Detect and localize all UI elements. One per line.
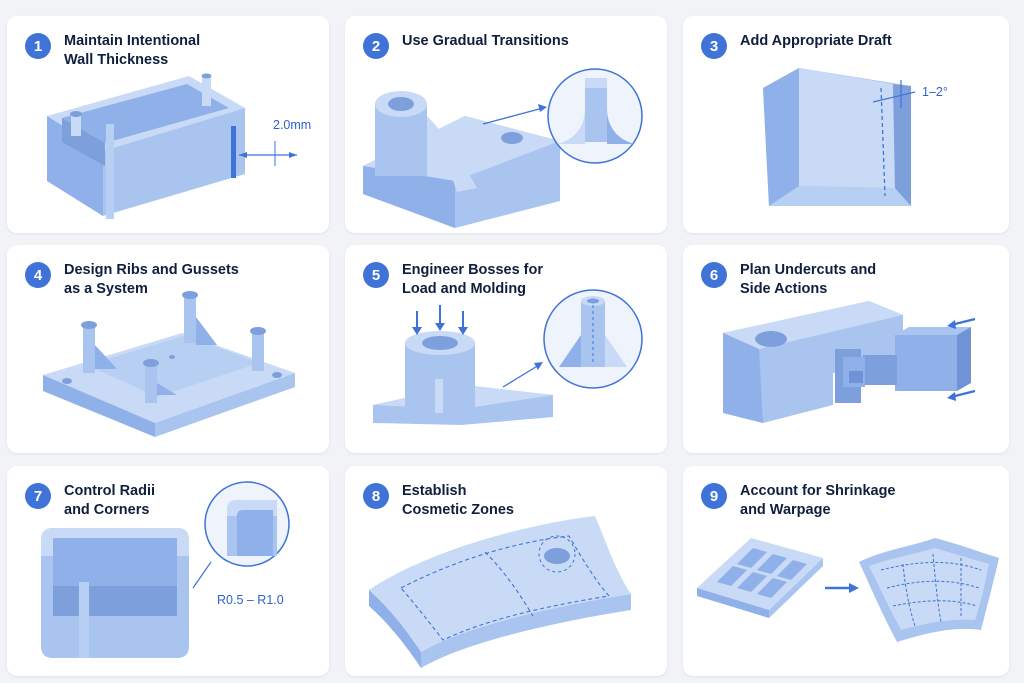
undercuts-illustration [723,301,976,423]
card-title: Establish Cosmetic Zones [402,482,612,520]
card-header: 7 Control Radii and Corners [25,482,274,520]
step-number-badge: 4 [25,262,51,288]
title-line: Load and Molding [402,281,527,297]
card-header: 3 Add Appropriate Draft [701,32,950,59]
title-line: Cosmetic Zones [402,502,514,518]
title-line: Account for Shrinkage [740,483,896,499]
card-title: Maintain Intentional Wall Thickness [64,32,274,70]
step-number-badge: 3 [701,33,727,59]
title-line: as a System [64,281,148,297]
card-shrinkage-warpage: 9 Account for Shrinkage and Warpage [683,466,1009,676]
title-line: Control Radii [64,483,156,499]
card-title: Plan Undercuts and Side Actions [740,261,950,299]
card-gradual-transitions: 2 Use Gradual Transitions [345,16,667,233]
card-title: Add Appropriate Draft [740,32,950,51]
card-header: 6 Plan Undercuts and Side Actions [701,261,950,299]
step-number-badge: 7 [25,483,51,509]
card-title: Design Ribs and Gussets as a System [64,261,274,299]
card-draft: 1–2° 3 Add Appropriate Draft [683,16,1009,233]
title-line: Establish [402,483,467,499]
title-line: Add Appropriate Draft [740,33,892,49]
title-line: and Corners [64,502,150,518]
draft-angle-callout: 1–2° [922,85,948,99]
title-line: and Warpage [740,502,831,518]
cosmetic-zones-illustration [369,516,631,668]
title-line: Engineer Bosses for [402,262,544,278]
card-header: 5 Engineer Bosses for Load and Molding [363,261,612,299]
card-title: Engineer Bosses for Load and Molding [402,261,612,299]
radii-illustration: R0.5 – R1.0 [41,481,290,658]
bosses-illustration [373,289,643,425]
step-number-badge: 5 [363,262,389,288]
card-wall-thickness: 2.0mm 1 Maintain Intentional Wall Thickn… [7,16,329,233]
title-line: Design Ribs and Gussets [64,262,239,278]
title-line: Maintain Intentional [64,33,201,49]
wall-thickness-callout: 2.0mm [273,118,311,132]
title-line: Wall Thickness [64,52,169,68]
step-number-badge: 6 [701,262,727,288]
card-title: Control Radii and Corners [64,482,274,520]
step-number-badge: 8 [363,483,389,509]
ribs-gussets-illustration [43,291,295,437]
card-header: 9 Account for Shrinkage and Warpage [701,482,950,520]
card-cosmetic-zones: 8 Establish Cosmetic Zones [345,466,667,676]
card-header: 2 Use Gradual Transitions [363,32,612,59]
title-line: Plan Undercuts and [740,262,877,278]
step-number-badge: 9 [701,483,727,509]
step-number-badge: 1 [25,33,51,59]
card-radii: R0.5 – R1.0 7 Control Radii and Corners [7,466,329,676]
step-number-badge: 2 [363,33,389,59]
title-line: Side Actions [740,281,828,297]
card-bosses: 5 Engineer Bosses for Load and Molding [345,245,667,453]
card-header: 4 Design Ribs and Gussets as a System [25,261,274,299]
gradual-transitions-illustration [363,68,643,228]
card-title: Account for Shrinkage and Warpage [740,482,950,520]
radius-callout: R0.5 – R1.0 [217,593,284,607]
wall-thickness-illustration: 2.0mm [47,73,311,219]
card-undercuts: 6 Plan Undercuts and Side Actions [683,245,1009,453]
card-header: 1 Maintain Intentional Wall Thickness [25,32,274,70]
title-line: Use Gradual Transitions [402,33,569,49]
card-header: 8 Establish Cosmetic Zones [363,482,612,520]
card-title: Use Gradual Transitions [402,32,612,51]
draft-illustration: 1–2° [763,68,948,206]
shrinkage-warpage-illustration [697,538,999,642]
card-ribs-gussets: 4 Design Ribs and Gussets as a System [7,245,329,453]
